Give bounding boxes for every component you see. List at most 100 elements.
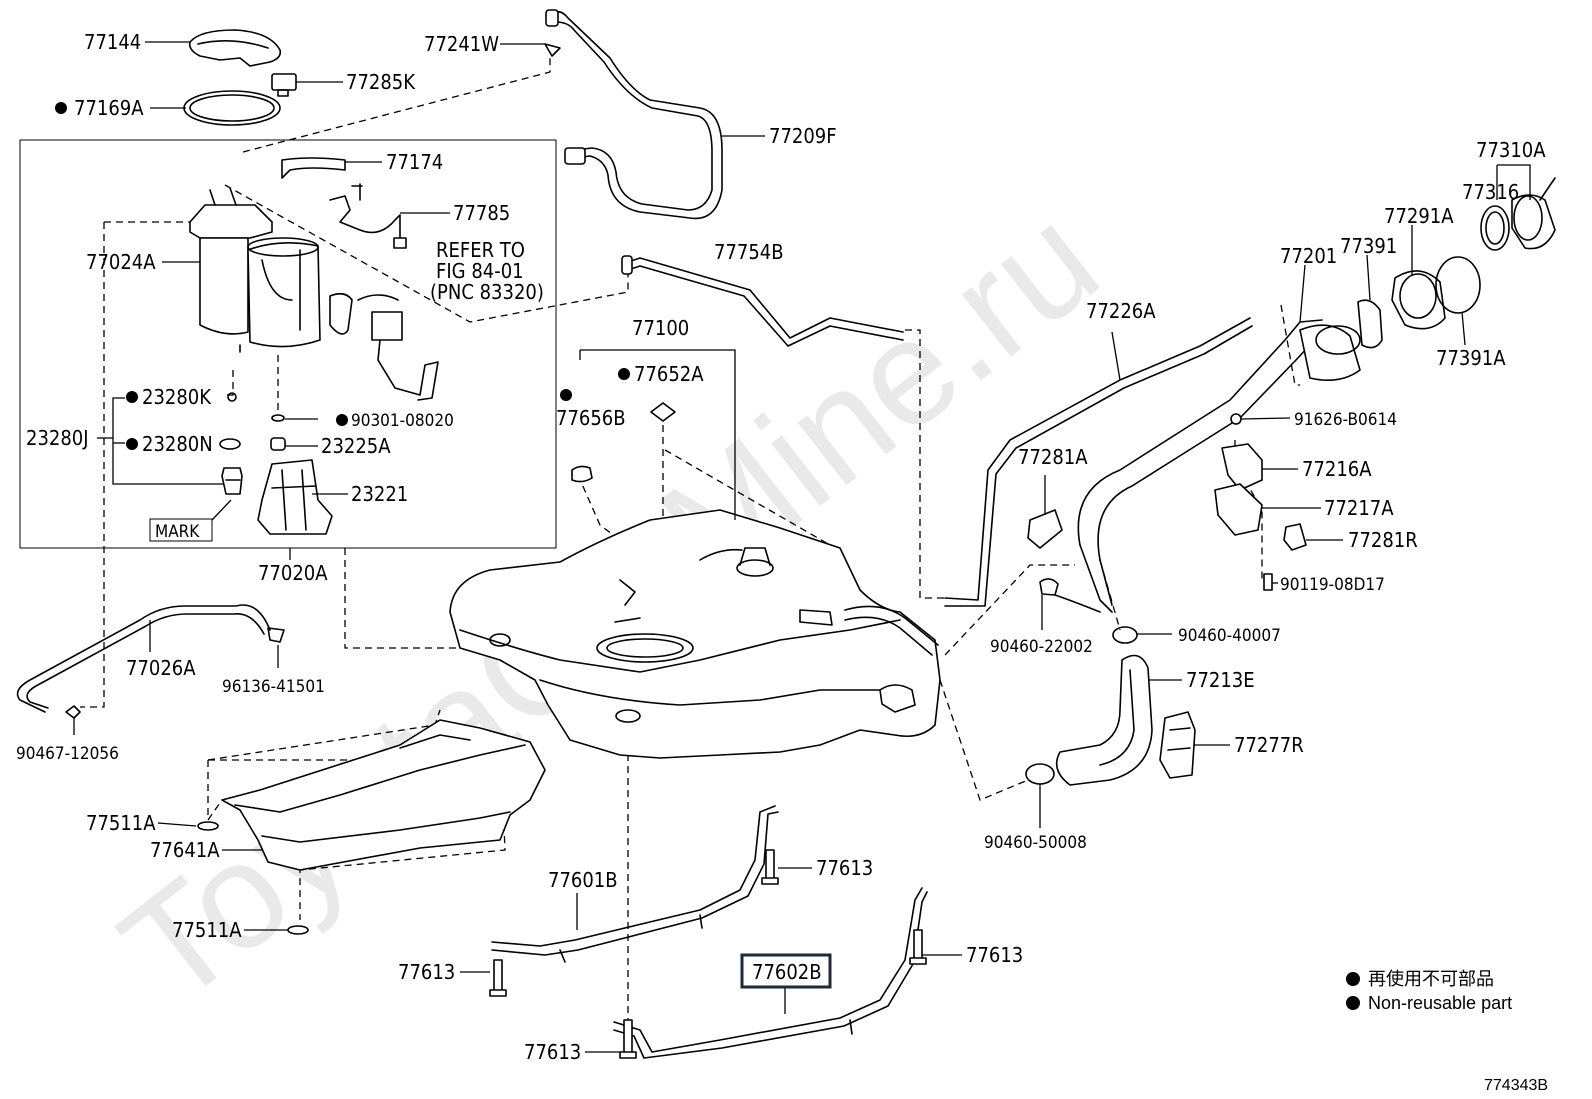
- bolt-90119-08D17: [1263, 573, 1273, 591]
- label-77511A-lower: 77511A: [172, 918, 242, 942]
- non-reusable-markers: [55, 102, 630, 450]
- label-23280J: 23280J: [26, 426, 89, 450]
- connector-77285K: [271, 73, 297, 97]
- label-90460-22002: 90460-22002: [990, 637, 1093, 657]
- label-77391A: 77391A: [1436, 346, 1506, 370]
- fuel-pump-subassembly-box: [19, 139, 557, 549]
- mark-label: MARK: [155, 522, 200, 542]
- label-77291A: 77291A: [1384, 204, 1454, 228]
- label-77213E: 77213E: [1186, 668, 1255, 692]
- label-77754B: 77754B: [714, 240, 784, 264]
- breather-tube-77226A: [944, 317, 1253, 607]
- label-90467-12056: 90467-12056: [16, 744, 119, 764]
- label-77277R: 77277R: [1234, 733, 1304, 757]
- label-77020A: 77020A: [258, 561, 328, 585]
- bolt-77613-b: [489, 959, 507, 997]
- label-77391: 77391: [1340, 234, 1397, 258]
- vent-tube-77026A: [16, 604, 271, 713]
- label-77209F: 77209F: [769, 124, 837, 148]
- label-90460-50008: 90460-50008: [984, 833, 1087, 853]
- bracket-77216A: [1221, 443, 1263, 491]
- hose-77213E: [1055, 654, 1153, 786]
- label-77652A: 77652A: [634, 362, 704, 386]
- pad-77652A: [650, 402, 676, 422]
- vent-line-77754B: [627, 257, 904, 339]
- label-77241W: 77241W: [424, 32, 499, 56]
- legend: 再使用不可部品 Non-reusable part: [1346, 969, 1512, 1013]
- pad-77656B: [571, 465, 593, 483]
- label-23221: 23221: [351, 482, 408, 506]
- heat-insulator-77641A: [221, 719, 546, 871]
- label-77601B: 77601B: [548, 868, 618, 892]
- label-77217A: 77217A: [1324, 496, 1394, 520]
- label-77656B: 77656B: [556, 406, 626, 430]
- fuel-tank-77100: [449, 509, 941, 759]
- fuel-cap-77310A: [1511, 177, 1556, 250]
- label-refer-line1: REFER TO: [436, 238, 525, 262]
- o-ring-90301-08020: [271, 414, 285, 422]
- legend-japanese: 再使用不可部品: [1368, 969, 1494, 989]
- clip-77511A-upper: [197, 821, 219, 831]
- screw-91626-B0614: [1230, 413, 1242, 425]
- label-refer-line2: FIG 84-01: [436, 259, 524, 283]
- clamp-77281A: [1027, 509, 1063, 549]
- label-77613-b: 77613: [398, 960, 455, 984]
- clamp-90460-22002: [1039, 578, 1059, 596]
- fuel-sender-assembly: [329, 292, 439, 401]
- label-77144: 77144: [84, 30, 141, 54]
- wire-harness-77785: [329, 183, 407, 249]
- gasket-77391A: [1435, 256, 1481, 314]
- label-77281R: 77281R: [1348, 528, 1418, 552]
- fuel-tank-inlet-pipe-77201: [1077, 319, 1361, 613]
- label-23225A: 23225A: [321, 434, 391, 458]
- label-77026A: 77026A: [126, 656, 196, 680]
- part-labels: 77144 77285K 77169A 77241W 77209F 77174 …: [16, 30, 1546, 1064]
- label-77785: 77785: [453, 201, 510, 225]
- vent-hose-77209F: [544, 9, 723, 220]
- label-77281A: 77281A: [1018, 445, 1088, 469]
- bracket-77217A: [1214, 483, 1263, 536]
- label-23280K: 23280K: [142, 385, 212, 409]
- label-96136-41501: 96136-41501: [222, 677, 325, 697]
- label-77613-a: 77613: [816, 856, 873, 880]
- tank-band-77602B: [613, 887, 928, 1059]
- tank-band-77601B: [491, 805, 779, 963]
- retainer-ring-77144: [188, 29, 282, 67]
- label-77310A: 77310A: [1476, 138, 1546, 162]
- label-23280N: 23280N: [142, 432, 213, 456]
- pressure-regulator-23280J: [221, 467, 243, 495]
- gasket-77316: [1480, 205, 1510, 251]
- legend-english: Non-reusable part: [1368, 993, 1512, 1013]
- label-77613-c: 77613: [966, 943, 1023, 967]
- label-90119-08D17: 90119-08D17: [1280, 575, 1385, 595]
- label-77174: 77174: [386, 150, 443, 174]
- strap-77174: [281, 157, 346, 179]
- clamp-77281R: [1283, 523, 1307, 551]
- figure-code: 774343B: [1484, 1077, 1548, 1094]
- label-91626-B0614: 91626-B0614: [1294, 410, 1397, 430]
- fuel-pump-module-77024A: [189, 187, 321, 353]
- protector-77277R: [1159, 711, 1196, 779]
- label-77316: 77316: [1462, 180, 1519, 204]
- label-77216A: 77216A: [1302, 457, 1372, 481]
- label-77024A: 77024A: [86, 250, 156, 274]
- label-77511A-upper: 77511A: [86, 811, 156, 835]
- label-77641A: 77641A: [150, 838, 220, 862]
- label-90460-40007: 90460-40007: [1178, 626, 1281, 646]
- label-77201: 77201: [1280, 244, 1337, 268]
- label-77169A: 77169A: [74, 96, 144, 120]
- o-ring-23280N: [219, 438, 241, 450]
- clamp-96136-41501: [267, 627, 285, 643]
- o-ring-23280K: [227, 392, 237, 402]
- leader-lines: [73, 41, 1466, 1053]
- clamp-90460-40007: [1112, 626, 1138, 644]
- bolt-77613-a: [761, 849, 779, 885]
- bolt-77613-c: [909, 929, 927, 965]
- label-90301-08020: 90301-08020: [351, 411, 454, 431]
- label-refer-line3: (PNC 83320): [430, 280, 544, 304]
- pipe-gasket-77391: [1357, 299, 1383, 349]
- label-77613-d: 77613: [524, 1040, 581, 1064]
- bolt-77613-d: [619, 1019, 637, 1059]
- clamp-90460-50008: [1025, 763, 1055, 785]
